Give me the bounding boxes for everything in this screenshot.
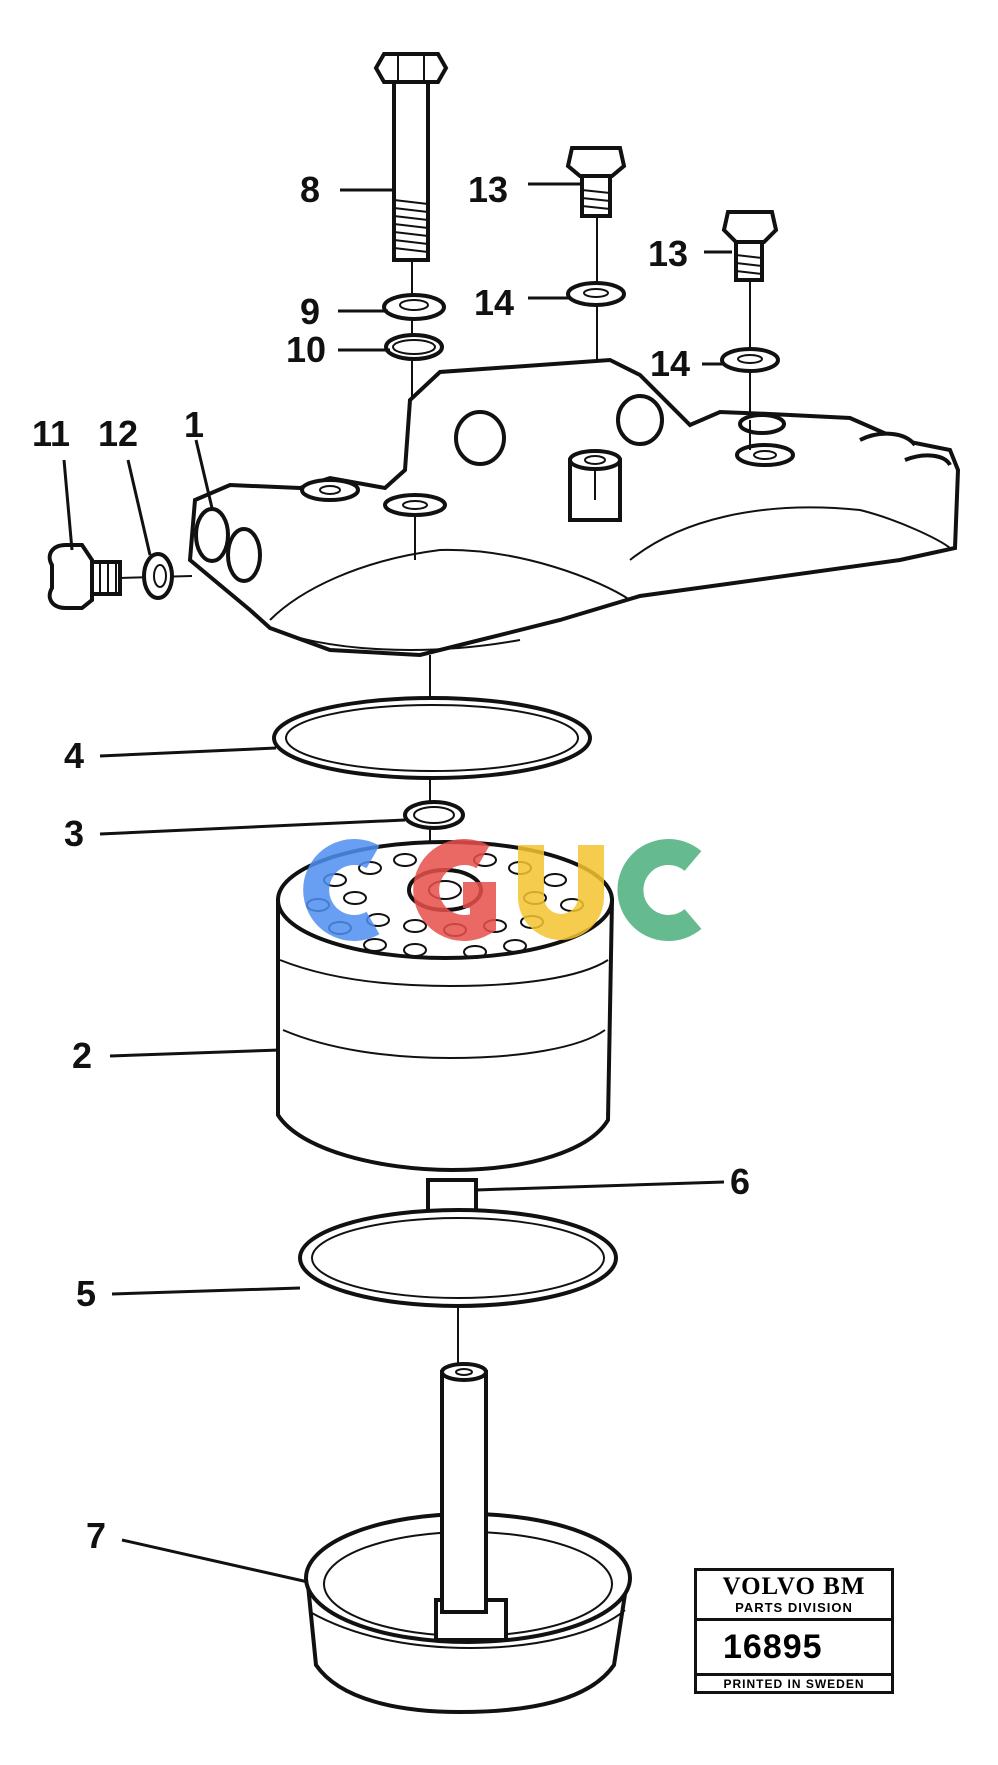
callout-9: 9 bbox=[300, 291, 320, 332]
washer-12 bbox=[142, 552, 174, 600]
callout-1: 1 bbox=[184, 404, 204, 445]
callout-7: 7 bbox=[86, 1515, 106, 1556]
washer-9 bbox=[382, 293, 446, 321]
brand-name: VOLVO BM bbox=[722, 1573, 866, 1600]
banjo-bolt-13b bbox=[721, 210, 779, 420]
callout-6: 6 bbox=[730, 1161, 750, 1202]
callout-12: 12 bbox=[98, 413, 138, 454]
callout-2: 2 bbox=[72, 1035, 92, 1076]
washer-14b bbox=[720, 347, 780, 373]
callout-11: 11 bbox=[32, 413, 70, 454]
callout-3: 3 bbox=[64, 813, 84, 854]
filter-head-1 bbox=[187, 357, 961, 658]
leader-lines bbox=[62, 182, 732, 1584]
illustration-number: 16895 bbox=[723, 1628, 823, 1666]
parts-division-label: VOLVO BM PARTS DIVISION 16895 PRINTED IN… bbox=[694, 1568, 894, 1694]
bolt-8 bbox=[373, 52, 449, 500]
callout-5: 5 bbox=[76, 1273, 96, 1314]
washer-14a bbox=[566, 281, 626, 307]
division-text: PARTS DIVISION bbox=[697, 1600, 891, 1621]
callout-4: 4 bbox=[64, 735, 84, 776]
callout-13a: 13 bbox=[468, 169, 508, 210]
bottom-cover-7 bbox=[304, 1362, 632, 1715]
callout-14a: 14 bbox=[474, 282, 514, 323]
callout-10: 10 bbox=[286, 329, 326, 370]
watermark-logo bbox=[303, 839, 702, 941]
callout-13b: 13 bbox=[648, 233, 688, 274]
plug-11 bbox=[47, 543, 193, 610]
sealing-ring-5 bbox=[298, 1208, 618, 1308]
o-ring-10 bbox=[384, 333, 444, 361]
o-ring-3 bbox=[403, 800, 465, 830]
sealing-ring-4 bbox=[272, 696, 592, 780]
callout-14b: 14 bbox=[650, 343, 690, 384]
printed-in-text: PRINTED IN SWEDEN bbox=[697, 1673, 891, 1693]
callouts: 8 9 10 13 14 13 14 11 12 1 4 3 2 6 5 7 bbox=[32, 169, 750, 1556]
callout-8: 8 bbox=[300, 169, 320, 210]
